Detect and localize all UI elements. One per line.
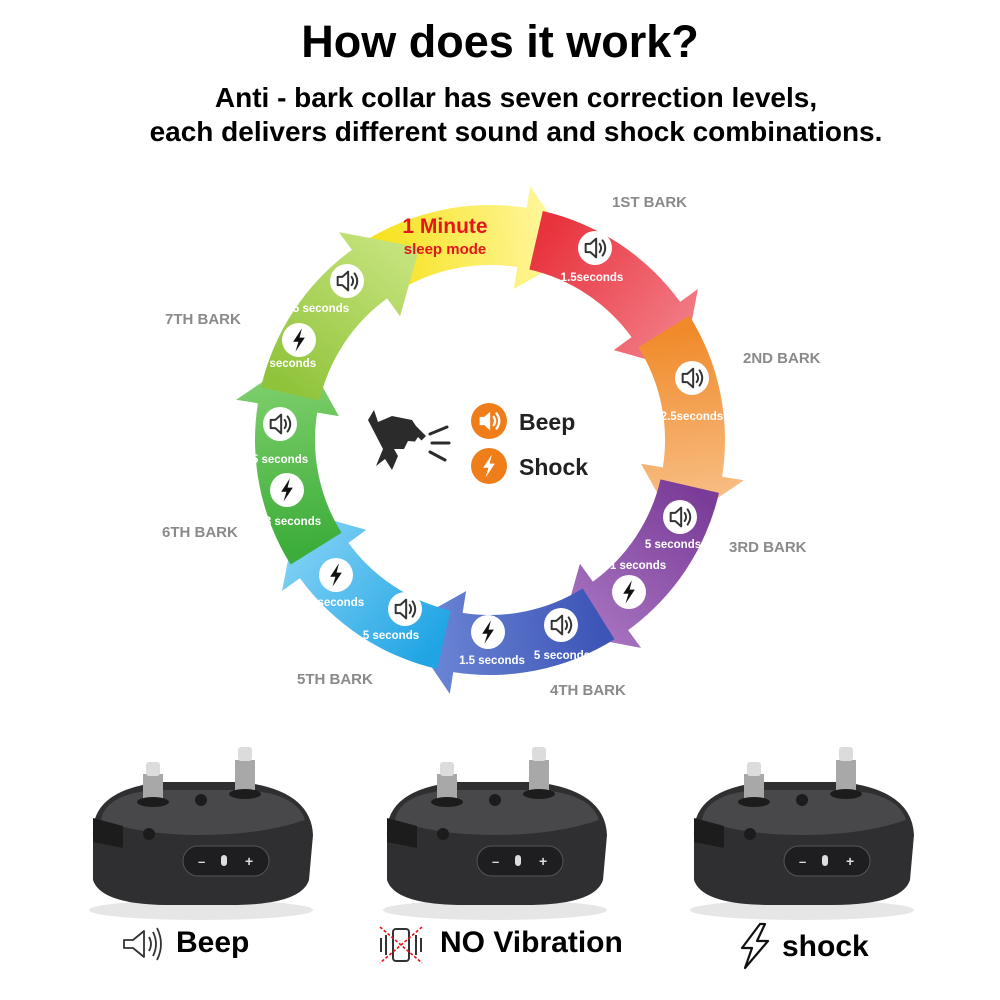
lightning-icon — [740, 922, 770, 970]
sleep-mode-title: 1 Minute — [402, 215, 487, 238]
stage-6-beep-badge — [263, 407, 297, 441]
stage-3-content: 5 seconds 1 seconds — [610, 500, 701, 609]
stage-7-content: 5 seconds 4 seconds — [260, 264, 364, 370]
svg-text:+: + — [846, 853, 854, 869]
page-title: How does it work? — [301, 16, 699, 67]
svg-text:+: + — [539, 853, 547, 869]
device-label-no-vibration: NO Vibration — [440, 926, 623, 959]
stage-4-label: 4TH BARK — [550, 682, 626, 699]
stage-5-content: 2 seconds 5 seconds — [308, 558, 422, 642]
stage-7-beep-badge — [330, 264, 364, 298]
stage-1-beep-duration: 1.5seconds — [561, 272, 624, 284]
stage-4-shock-duration: 1.5 seconds — [459, 655, 525, 667]
collar-device-shock: – + — [690, 747, 914, 920]
stage-6-content: 5 seconds 3 seconds — [252, 407, 321, 528]
stage-4-content: 1.5 seconds 5 seconds — [459, 608, 590, 667]
stage-5-beep-duration: 5 seconds — [363, 630, 419, 642]
stage-6-beep-duration: 5 seconds — [252, 454, 308, 466]
stage-5-segment — [282, 510, 451, 669]
collar-device-no-vibration: – + — [383, 747, 607, 920]
stage-1-label: 1ST BARK — [612, 194, 687, 211]
stage-4-beep-duration: 5 seconds — [534, 650, 590, 662]
barking-dog-icon — [368, 410, 451, 470]
device-label-shock: shock — [782, 930, 869, 963]
svg-text:–: – — [198, 854, 205, 869]
sleep-mode-subtitle: sleep mode — [404, 241, 487, 258]
stage-7-label: 7TH BARK — [165, 311, 241, 328]
stage-6-label: 6TH BARK — [162, 524, 238, 541]
svg-text:–: – — [492, 854, 499, 869]
stage-6-segment — [236, 353, 342, 565]
stage-3-shock-duration: 1 seconds — [610, 560, 666, 572]
stage-4-beep-badge — [544, 608, 578, 642]
stage-3-beep-badge — [663, 500, 697, 534]
stage-1-beep-badge — [578, 231, 612, 265]
collar-device-beep: – + — [89, 747, 313, 920]
stage-5-beep-badge — [388, 592, 422, 626]
stage-1-content: 1.5seconds — [561, 231, 624, 284]
cycle-ring — [236, 186, 744, 694]
stage-2-label: 2ND BARK — [743, 350, 821, 367]
stage-7-shock-duration: 4 seconds — [260, 358, 316, 370]
stage-2-content: 2.5seconds — [661, 361, 724, 423]
legend-shock-label: Shock — [519, 454, 588, 480]
device-label-beep: Beep — [176, 926, 250, 959]
sleep-segment — [365, 186, 577, 292]
stage-5-label: 5TH BARK — [297, 671, 373, 688]
subtitle-line-1: Anti - bark collar has seven correction … — [214, 82, 818, 113]
stage-3-label: 3RD BARK — [729, 539, 807, 556]
speaker-icon — [123, 927, 162, 961]
no-vibration-icon — [379, 926, 423, 964]
legend: Beep Shock — [471, 403, 588, 484]
collar-devices: – + – + — [89, 747, 914, 920]
svg-text:+: + — [245, 853, 253, 869]
stage-2-beep-duration: 2.5seconds — [661, 411, 724, 423]
stage-5-shock-duration: 2 seconds — [308, 597, 364, 609]
legend-beep-label: Beep — [519, 409, 575, 435]
stage-2-beep-badge — [675, 361, 709, 395]
subtitle-line-2: each delivers different sound and shock … — [149, 116, 883, 147]
stage-3-beep-duration: 5 seconds — [645, 539, 701, 551]
stage-7-beep-duration: 5 seconds — [293, 303, 349, 315]
stage-1-segment — [529, 211, 698, 370]
svg-text:–: – — [799, 854, 806, 869]
stage-7-segment — [261, 232, 420, 401]
stage-2-segment — [638, 315, 744, 527]
stage-6-shock-duration: 3 seconds — [265, 516, 321, 528]
